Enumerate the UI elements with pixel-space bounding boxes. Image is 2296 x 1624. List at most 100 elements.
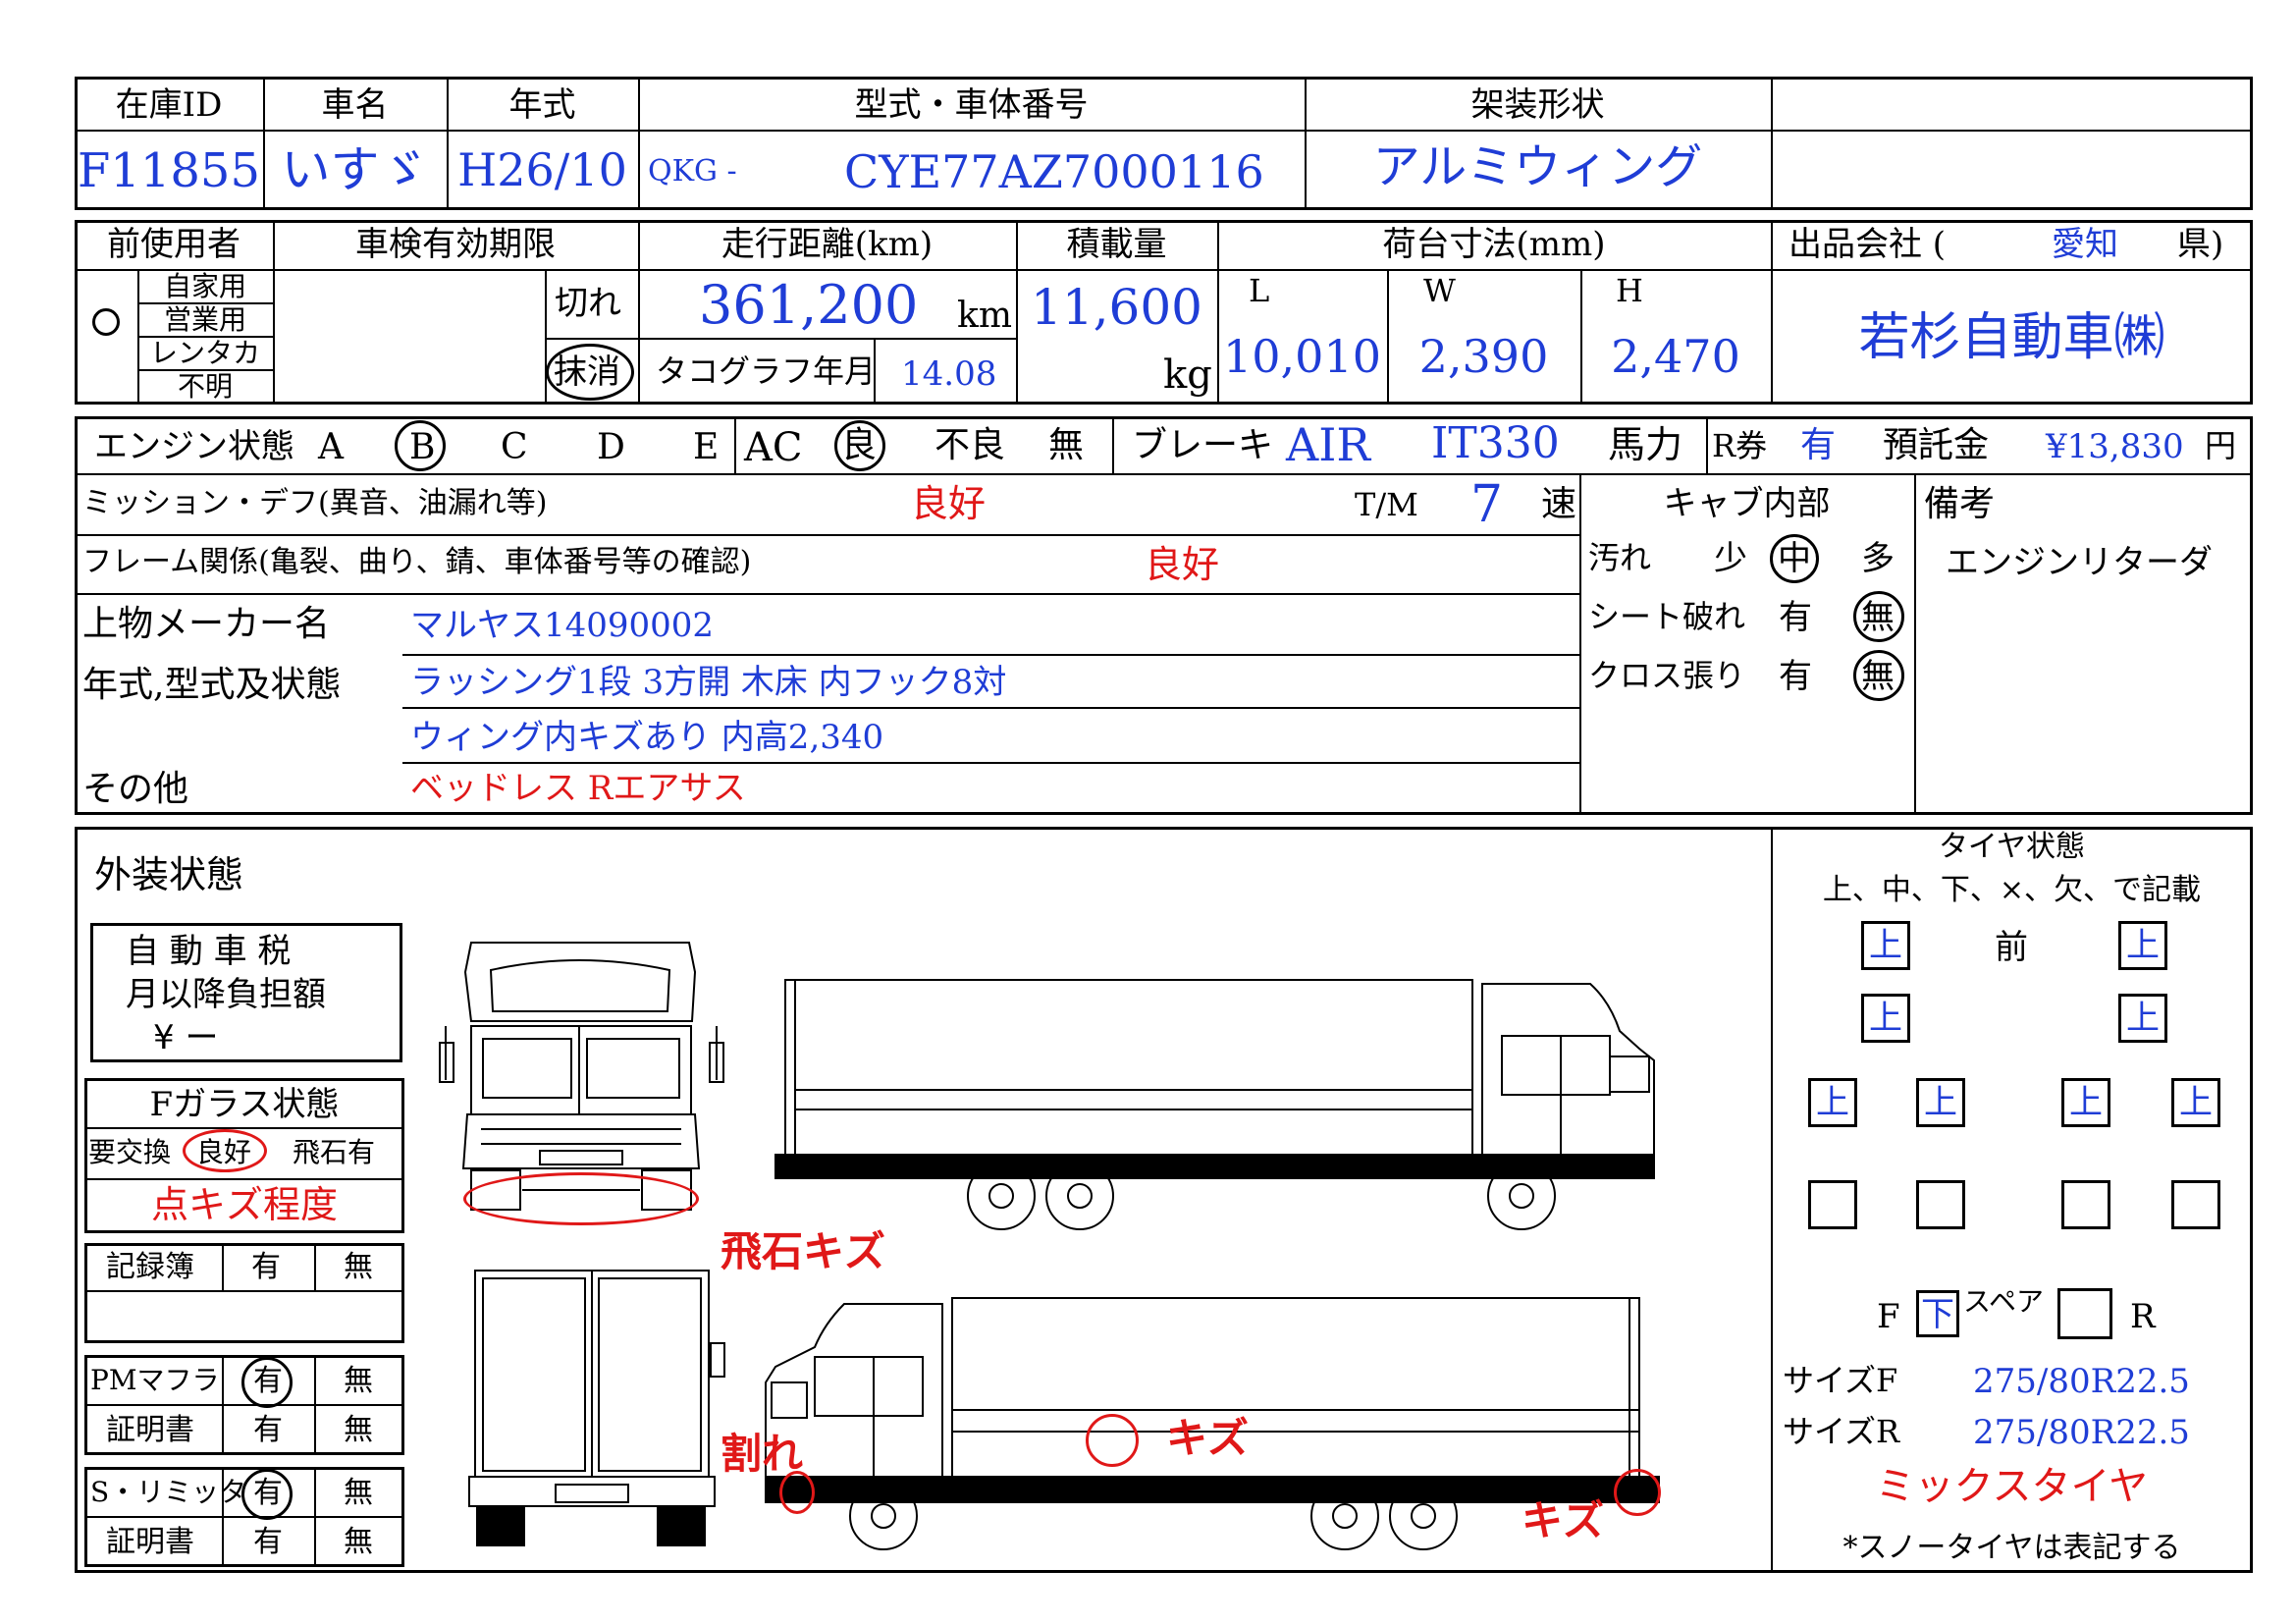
sl-cert-no: 無	[344, 1525, 373, 1559]
glass-title: Fガラス状態	[149, 1085, 340, 1124]
cab-dirt-low: 少	[1714, 539, 1747, 578]
spare-f-label: F	[1877, 1297, 1900, 1336]
truck-rear-view	[468, 1270, 725, 1546]
front-bumper-mark	[463, 1172, 699, 1225]
truck-side-view-right	[765, 1297, 1660, 1550]
engine-grade-d: D	[597, 427, 625, 467]
spare-r-label: R	[2130, 1297, 2156, 1336]
deposit-label: 預託金	[1883, 425, 1990, 465]
ac-option-none: 無	[1048, 425, 1085, 465]
glass-note: 点キズ程度	[150, 1183, 338, 1226]
user-option-rental: レンタカ	[149, 337, 260, 369]
mission-value: 良好	[911, 482, 987, 525]
note-stone-chip: 飛石キズ	[721, 1227, 886, 1275]
frame-label: フレーム関係(亀裂、曲り、錆、車体番号等の確認)	[82, 545, 752, 579]
cab-dirt-high: 多	[1861, 539, 1895, 578]
tacho-label: タコグラフ年月	[656, 352, 877, 390]
tax-box	[90, 923, 402, 1062]
deposit-value: ¥13,830	[2046, 427, 2184, 466]
tm-unit: 速	[1541, 484, 1577, 524]
mileage-label: 走行距離(km)	[721, 225, 934, 264]
spec-line-2: ウィング内キズあり 内高2,340	[410, 718, 884, 757]
user-option-private: 自家用	[163, 270, 246, 302]
exterior-title: 外装状態	[94, 853, 244, 896]
engine-grade-e: E	[693, 427, 720, 467]
cab-seat-selected-mark	[1853, 591, 1904, 642]
pm-muffler-selected-mark	[241, 1357, 293, 1408]
tire-front1-right: 上	[2118, 921, 2167, 970]
maker-label: 上物メーカー名	[82, 604, 331, 644]
spec-line-1: ラッシング1段 3方開 木床 内フック8対	[410, 663, 1007, 702]
tire-rear2-inner-right	[2061, 1180, 2110, 1229]
chassis-number: CYE77AZ7000116	[844, 145, 1264, 198]
engine-grade-selected-mark	[395, 420, 446, 471]
note-scratch-2: キズ	[1522, 1496, 1605, 1544]
user-option-commercial: 営業用	[163, 303, 246, 336]
model-prefix: QKG -	[648, 154, 737, 189]
inspection-expired: 切れ	[555, 284, 621, 323]
glass-option-chip: 飛石有	[293, 1136, 376, 1168]
tire-title: タイヤ状態	[1938, 830, 2086, 864]
pm-muffler-label: PMマフラ	[90, 1364, 220, 1396]
seller-prefecture: 愛知	[2052, 225, 2118, 264]
seller-label-suffix: 県)	[2177, 225, 2224, 264]
crack-mark	[779, 1471, 815, 1514]
speed-limiter-no: 無	[344, 1476, 373, 1510]
body-type-value: アルミウィング	[1372, 139, 1703, 194]
frame-value: 良好	[1145, 543, 1220, 586]
cab-dirt-selected-mark	[1770, 534, 1819, 583]
tm-value: 7	[1470, 475, 1504, 534]
glass-selected-mark	[183, 1129, 267, 1172]
car-name-value: いすゞ	[281, 141, 429, 198]
cab-cloth-yes: 有	[1779, 657, 1812, 696]
tax-line-3: ¥ ー	[153, 1018, 219, 1057]
spare-front-box: 下	[1916, 1290, 1959, 1337]
engine-grade-c: C	[501, 427, 528, 467]
snow-tire-note: *スノータイヤは表記する	[1842, 1531, 2181, 1565]
tire-legend: 上、中、下、×、欠、で記載	[1822, 873, 2202, 907]
brake-value: AIR	[1286, 418, 1371, 471]
tire-front1-left: 上	[1861, 921, 1910, 970]
r-ticket-label: R券	[1712, 427, 1768, 464]
tire-rear1-outer-left: 上	[1808, 1078, 1857, 1127]
maker-value: マルヤス14090002	[410, 606, 715, 645]
other-value: ベッドレス Rエアサス	[410, 769, 746, 808]
brake-label: ブレーキ	[1132, 425, 1274, 465]
ac-label: AC	[744, 425, 803, 470]
remarks-text: エンジンリターダ	[1946, 543, 2213, 582]
cab-seat-yes: 有	[1779, 598, 1812, 637]
year-value: H26/10	[457, 143, 627, 196]
cab-cloth-selected-mark	[1853, 650, 1904, 701]
tire-rear2-outer-left	[1808, 1180, 1857, 1229]
tire-size-r-label: サイズR	[1783, 1413, 1900, 1450]
other-label: その他	[82, 769, 189, 809]
tire-size-f-label: サイズF	[1783, 1362, 1898, 1399]
tire-rear1-inner-left: 上	[1916, 1078, 1965, 1127]
tacho-value: 14.08	[901, 354, 997, 394]
stock-id-value: F11855	[78, 143, 260, 198]
cab-dirt-label: 汚れ	[1588, 539, 1652, 576]
spare-rear-box	[2057, 1288, 2112, 1339]
commercial-selected-mark	[92, 308, 120, 336]
speed-limiter-label: S・リミッタ	[90, 1476, 247, 1508]
power-label: 馬力	[1608, 423, 1683, 466]
capacity-unit: kg	[1163, 352, 1212, 398]
prev-user-label: 前使用者	[107, 225, 240, 264]
cab-seat-label: シート破れ	[1588, 598, 1746, 635]
engine-details-table	[75, 416, 2253, 815]
tire-front-label: 前	[1995, 928, 2028, 967]
header1-table	[75, 77, 2253, 210]
tire-size-f-value: 275/80R22.5	[1973, 1362, 2190, 1401]
seller-label-prefix: 出品会社 (	[1789, 225, 1947, 264]
record-no: 無	[344, 1250, 373, 1284]
tax-line-2: 月以降負担額	[126, 975, 326, 1014]
r-ticket-value: 有	[1800, 425, 1837, 465]
bed-length-label: L	[1249, 272, 1270, 309]
scratch-mark-1	[1086, 1414, 1139, 1467]
bed-size-label: 荷台寸法(mm)	[1382, 225, 1606, 264]
bed-length-value: 10,010	[1223, 330, 1381, 383]
tire-front2-left: 上	[1861, 994, 1910, 1043]
speed-limiter-selected-mark	[241, 1469, 293, 1520]
tire-front2-right: 上	[2118, 994, 2167, 1043]
glass-option-replace: 要交換	[88, 1136, 172, 1168]
